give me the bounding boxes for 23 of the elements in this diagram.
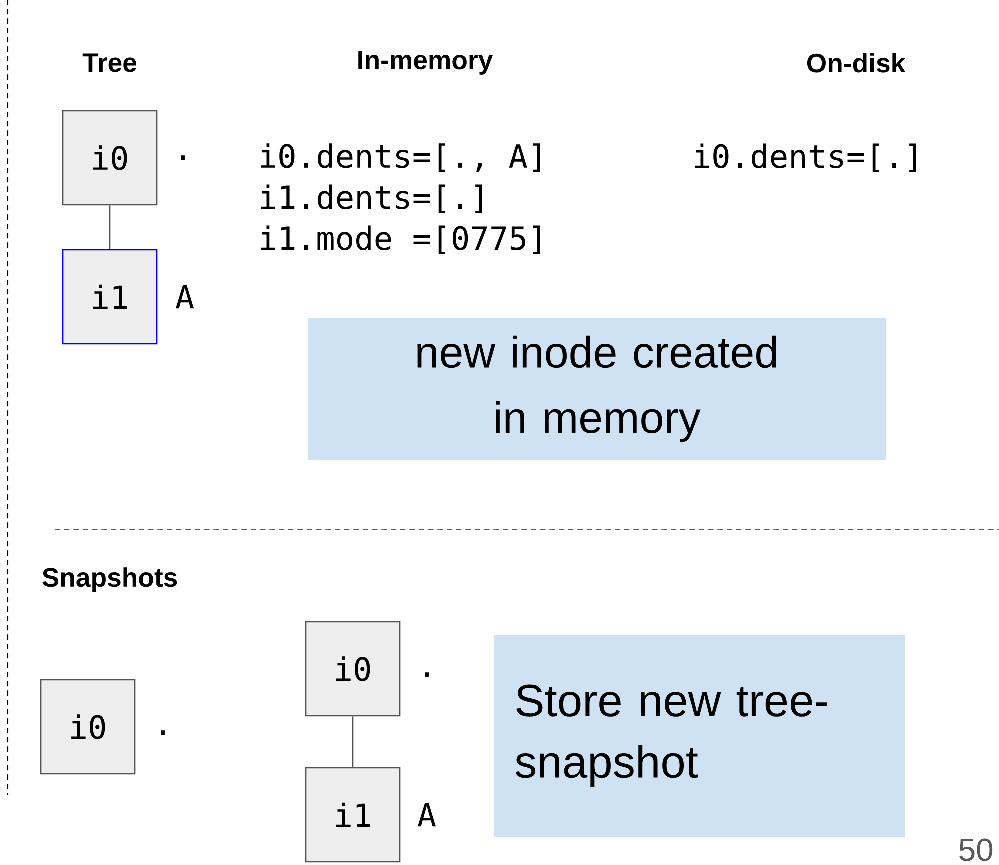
connector-line bbox=[109, 206, 111, 250]
inode-box: i0 bbox=[305, 621, 401, 717]
inode-box: i1 bbox=[305, 767, 401, 863]
inode-box: i1 bbox=[62, 249, 158, 345]
heading: Snapshots bbox=[42, 568, 178, 592]
code-line: i1.dents=[.] bbox=[261, 184, 482, 214]
connector-line bbox=[352, 716, 354, 768]
code-line: i0.dents=[., A] bbox=[261, 144, 540, 172]
page-number: 50 bbox=[960, 838, 993, 862]
heading: On-disk bbox=[807, 53, 906, 73]
code-line: i0.dents=[.] bbox=[695, 144, 916, 172]
heading: Tree bbox=[82, 54, 137, 72]
node-label: . bbox=[181, 156, 185, 160]
callout-box: new inode created in memory bbox=[308, 318, 886, 460]
callout-box: Store new tree-snapshot bbox=[494, 635, 906, 838]
node-label: A bbox=[176, 285, 194, 309]
node-label: A bbox=[418, 803, 436, 827]
inode-box: i0 bbox=[62, 110, 158, 206]
heading: In-memory bbox=[358, 51, 494, 75]
node-label: . bbox=[161, 730, 165, 736]
node-label: . bbox=[425, 672, 429, 678]
code-line: i1.mode =[0775] bbox=[261, 226, 540, 254]
inode-box: i0 bbox=[40, 679, 136, 775]
